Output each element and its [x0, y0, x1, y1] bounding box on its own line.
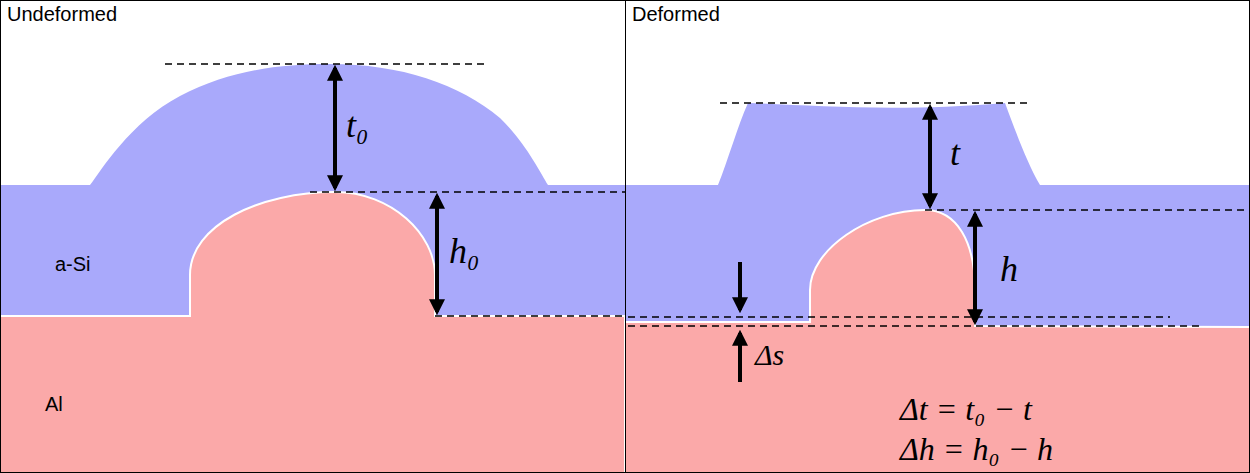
material-label: a-Si [55, 253, 91, 275]
figure-panel: Undeformed [0, 0, 626, 473]
al-substrate [0, 192, 625, 473]
dimension-label: t₀ [346, 106, 369, 146]
equation: Δt = t₀ − t [900, 392, 1032, 427]
guide-lines [165, 64, 1250, 326]
dimension-label: h [1000, 250, 1018, 290]
panel-heading: Deformed [632, 3, 720, 26]
dimension-label: h₀ [449, 232, 480, 272]
equation: Δh = h₀ − h [900, 432, 1053, 467]
material-label: Al [45, 393, 63, 415]
dimension-arrows [335, 68, 975, 382]
dimension-label: t [950, 134, 960, 174]
panel-heading: Undeformed [7, 3, 117, 26]
al-substrate [625, 210, 1250, 473]
dimension-label: Δs [755, 338, 784, 371]
